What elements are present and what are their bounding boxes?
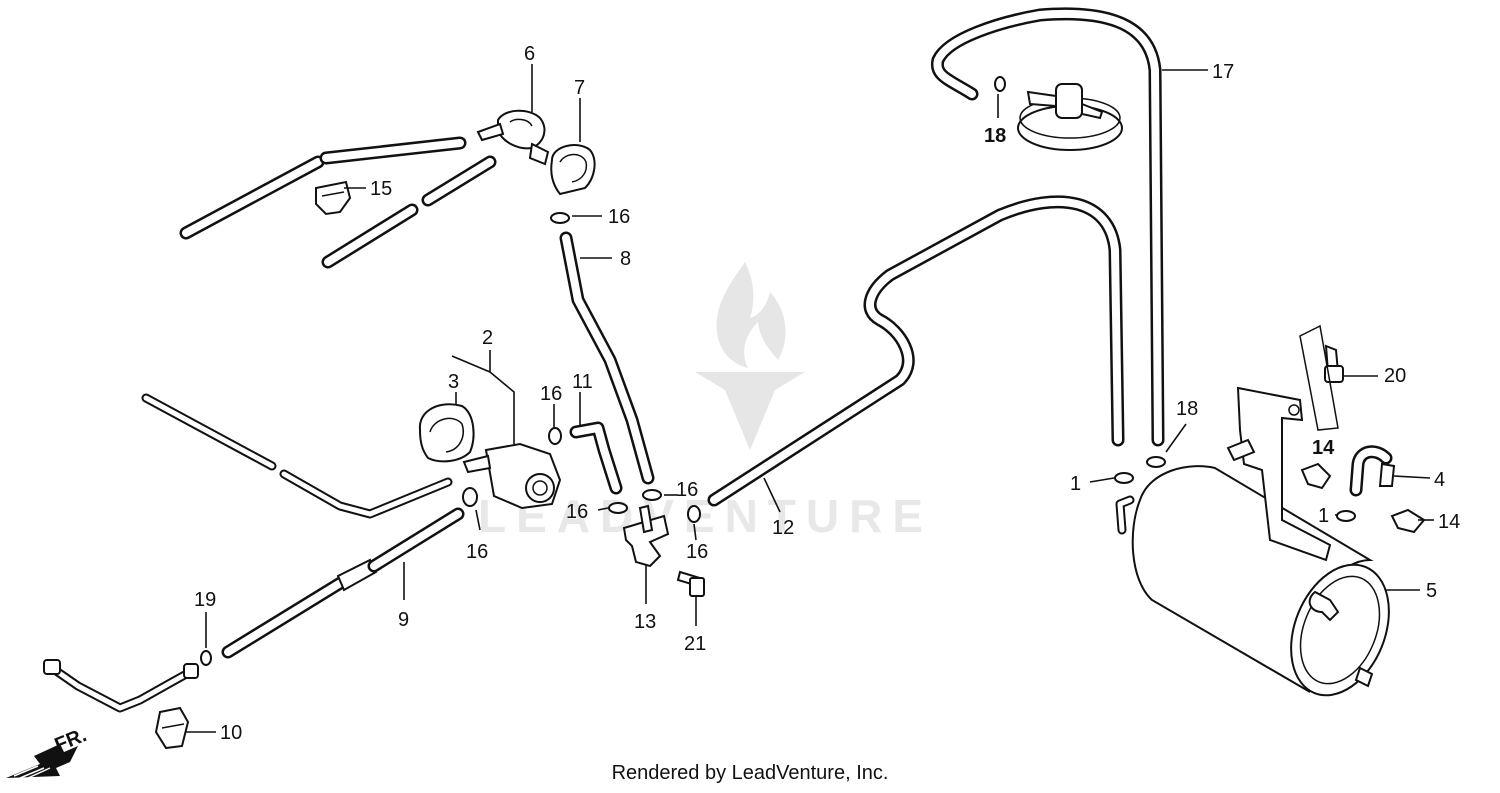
- callout-2: 2: [482, 327, 493, 349]
- clip-10: [154, 706, 190, 750]
- fuel-line-lower: [43, 659, 199, 713]
- callout-16-e: 16: [466, 541, 488, 563]
- leader-lines: [186, 64, 1434, 733]
- canister-pipe: [1115, 495, 1135, 535]
- strap-3: [418, 403, 475, 463]
- callout-6: 6: [524, 43, 535, 65]
- clamp-ring-1b: [1336, 510, 1356, 522]
- canister-bracket: [1226, 386, 1332, 562]
- clamp-ring-1a: [1114, 472, 1134, 484]
- clip-14b: [1390, 508, 1426, 534]
- callout-16-d: 16: [676, 479, 698, 501]
- hose-8: [559, 231, 655, 485]
- callout-14-b: 14: [1438, 511, 1460, 533]
- strap-7: [550, 144, 596, 196]
- hose-upper-left: [179, 136, 467, 240]
- clamp-ring-19: [200, 650, 212, 666]
- callout-1-b: 1: [1318, 505, 1329, 527]
- fuel-valve-6: [476, 109, 550, 166]
- clamp-ring-18b: [1146, 456, 1166, 468]
- callout-21: 21: [684, 633, 706, 655]
- callout-3: 3: [448, 371, 459, 393]
- hose-11: [569, 421, 623, 495]
- callout-10: 10: [220, 722, 242, 744]
- clip-15: [315, 180, 352, 216]
- callout-1-a: 1: [1070, 473, 1081, 495]
- elbow-4: [1349, 445, 1396, 497]
- hose-9: [221, 507, 465, 659]
- filler-cap: [1017, 83, 1123, 151]
- bolt-20: [1299, 324, 1344, 431]
- callout-19: 19: [194, 589, 216, 611]
- hose-long-thin: [141, 393, 453, 519]
- callout-9: 9: [398, 609, 409, 631]
- callout-17: 17: [1212, 61, 1234, 83]
- callout-5: 5: [1426, 580, 1437, 602]
- hose-upper-middle: [321, 155, 497, 269]
- hose-17: [930, 7, 1165, 447]
- bracket-13: [622, 504, 670, 568]
- callout-15: 15: [370, 178, 392, 200]
- clamp-ring-16e: [642, 489, 662, 501]
- clamp-ring-16d: [608, 502, 628, 514]
- callout-14-a: 14: [1312, 437, 1335, 459]
- callout-13: 13: [634, 611, 656, 633]
- front-direction-label: FR.: [52, 724, 90, 756]
- callout-12: 12: [772, 517, 794, 539]
- clamp-ring-16b: [548, 427, 562, 445]
- bolt-21: [676, 570, 705, 597]
- footer-credit: Rendered by LeadVenture, Inc.: [611, 762, 889, 784]
- hose-12: [707, 195, 1125, 507]
- callout-18-b: 18: [1176, 398, 1198, 420]
- front-direction-arrow: [6, 744, 78, 779]
- valve-assembly-2: [462, 442, 562, 510]
- callout-8: 8: [620, 248, 631, 270]
- clamp-ring-16f: [687, 505, 701, 523]
- callout-18-a: 18: [984, 125, 1006, 147]
- clamp-ring-18a: [994, 76, 1006, 92]
- callout-16-b: 16: [540, 383, 562, 405]
- canister-5: [1131, 465, 1390, 697]
- callout-20: 20: [1384, 365, 1406, 387]
- clamp-ring-16a: [550, 212, 570, 224]
- callout-16-f: 16: [686, 541, 708, 563]
- callout-11: 11: [572, 371, 593, 393]
- callout-4: 4: [1434, 469, 1445, 491]
- callout-16-c: 16: [566, 501, 588, 523]
- watermark-logo: [695, 262, 805, 450]
- callout-7: 7: [574, 77, 585, 99]
- clamp-ring-16c: [462, 487, 478, 507]
- clip-14a: [1300, 462, 1332, 490]
- callout-16-a: 16: [608, 206, 630, 228]
